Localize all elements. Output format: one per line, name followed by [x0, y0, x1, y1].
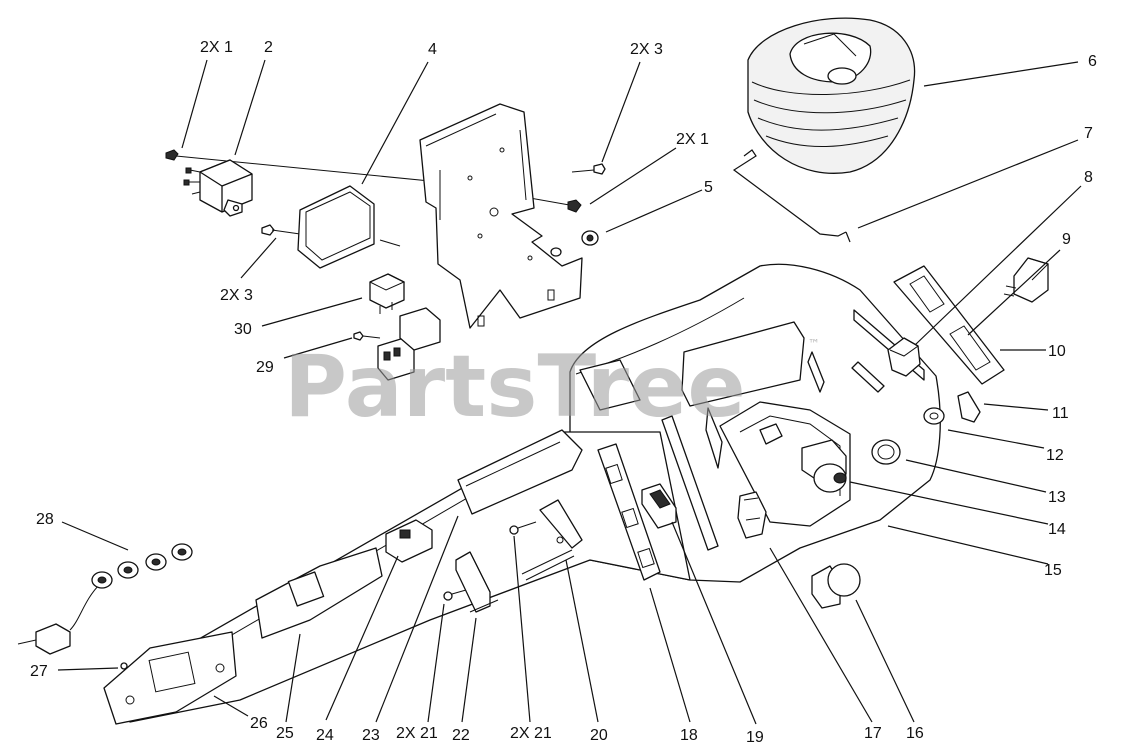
callout-26: 26	[250, 715, 268, 732]
callout-14: 14	[1048, 521, 1066, 538]
part-10-bezel[interactable]	[893, 265, 1005, 385]
callout-8: 8	[1084, 169, 1093, 186]
callout-2x21-left: 2X 21	[396, 725, 438, 742]
part-3-screw-right[interactable]	[571, 163, 606, 175]
callout-9: 9	[1062, 231, 1071, 248]
callout-16: 16	[906, 725, 924, 742]
callout-30: 30	[234, 321, 252, 338]
part-2-relay[interactable]	[183, 159, 253, 217]
callout-28: 28	[36, 511, 54, 528]
mounting-panel	[419, 103, 583, 329]
part-4-cover-plate[interactable]	[297, 185, 401, 269]
callout-27: 27	[30, 663, 48, 680]
part-18-switch-plate[interactable]	[597, 443, 661, 581]
part-24-switch[interactable]	[385, 519, 433, 563]
part-12-washer[interactable]	[923, 407, 945, 425]
callout-2x21-right: 2X 21	[510, 725, 552, 742]
part-16-knob[interactable]	[811, 563, 861, 609]
leader-lines	[57, 59, 1082, 725]
callout-6: 6	[1088, 53, 1097, 70]
callout-25: 25	[276, 725, 294, 742]
callout-12: 12	[1046, 447, 1064, 464]
part-6-shift-boot[interactable]	[747, 17, 916, 174]
callout-11: 11	[1052, 405, 1069, 422]
callout-20: 20	[590, 727, 608, 744]
callout-19: 19	[746, 729, 764, 746]
callout-17: 17	[864, 725, 882, 742]
part-8-knob[interactable]	[887, 337, 921, 377]
part-14-key-switch[interactable]	[813, 463, 847, 493]
callout-2x1-top: 2X 1	[200, 39, 233, 56]
watermark-trademark: ™	[808, 337, 820, 351]
part-21-screw-b[interactable]	[509, 521, 537, 535]
part-28-harness[interactable]	[17, 543, 193, 655]
callout-2: 2	[264, 39, 273, 56]
part-11-knob[interactable]	[957, 391, 981, 423]
callout-22: 22	[452, 727, 470, 744]
callout-2x1-right: 2X 1	[676, 131, 709, 148]
part-26-lower-cover[interactable]	[103, 631, 237, 725]
part-25-cover[interactable]	[255, 547, 383, 639]
callout-24: 24	[316, 727, 334, 744]
part-29-screw[interactable]	[353, 331, 381, 341]
part-7-rod[interactable]	[732, 149, 851, 243]
part-22-bracket[interactable]	[455, 551, 499, 613]
callout-15: 15	[1044, 562, 1062, 579]
part-30-relay[interactable]	[369, 273, 406, 314]
part-5-grommet[interactable]	[550, 230, 599, 257]
part-19-rocker-switch[interactable]	[641, 415, 719, 551]
console-lower-shell	[109, 429, 691, 723]
callout-29: 29	[256, 359, 274, 376]
callout-2x3-top: 2X 3	[630, 41, 663, 58]
callout-13: 13	[1048, 489, 1066, 506]
callout-23: 23	[362, 727, 380, 744]
part-27-screw[interactable]	[120, 662, 128, 670]
callout-7: 7	[1084, 125, 1093, 142]
part-21-screw-a[interactable]	[443, 589, 467, 601]
callout-2x3-left: 2X 3	[220, 287, 253, 304]
fuse-block	[377, 307, 441, 381]
part-3-screw-left[interactable]	[261, 224, 301, 236]
callout-4: 4	[428, 41, 437, 58]
callout-5: 5	[704, 179, 713, 196]
callout-labels: 2X 1 2 4 2X 3 6 2X 1 5 7 8 9 2X 3 30 29 …	[30, 39, 1097, 746]
callout-18: 18	[680, 727, 698, 744]
watermark-text: PartsTree	[284, 337, 746, 437]
callout-10: 10	[1048, 343, 1066, 360]
